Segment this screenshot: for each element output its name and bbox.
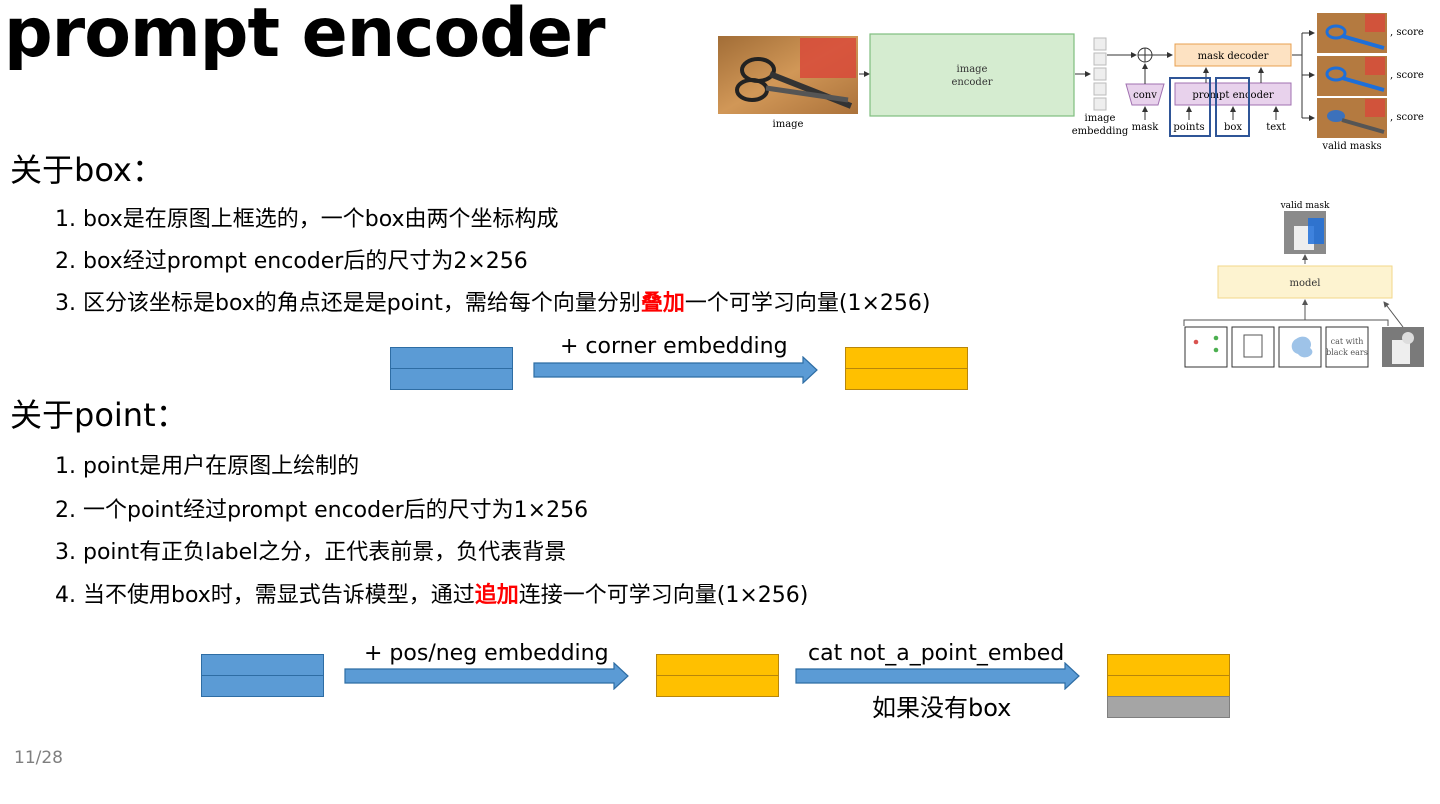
- page-number: 11/28: [14, 748, 63, 768]
- point-mid-vector-1: [656, 654, 779, 676]
- input-mask-label: mask: [1132, 122, 1160, 133]
- box-highlight: [1215, 77, 1250, 137]
- cat-image: [1382, 327, 1424, 367]
- mask-decoder-box: [1174, 43, 1292, 67]
- point-item-4-pre: 4. 当不使用box时，需显式告诉模型，通过: [55, 583, 475, 608]
- box-item-2: 2. box经过prompt encoder后的尺寸为2×256: [55, 249, 528, 274]
- overlay-highlight: 叠加: [640, 291, 685, 316]
- point-item-4-post: 连接一个可学习向量(1×256): [518, 583, 809, 608]
- box-output-vector-2: [845, 368, 968, 390]
- points-highlight: [1169, 77, 1211, 137]
- embedding-stack: [1093, 37, 1107, 111]
- box-input-vector-2: [390, 368, 513, 390]
- box-item-1: 1. box是在原图上框选的，一个box由两个坐标构成: [55, 207, 559, 232]
- point-input-vector-2: [201, 675, 324, 697]
- score-label-2: , score: [1390, 70, 1424, 81]
- text-prompt-panel: [1325, 326, 1369, 368]
- box-item-3-post: 一个可学习向量(1×256): [684, 291, 931, 316]
- not-a-point-vector: [1107, 696, 1230, 718]
- point-output-vector-2: [1107, 675, 1230, 697]
- model-box: [1217, 265, 1393, 299]
- not-a-point-embed-arrow: [795, 662, 1080, 690]
- not-a-point-embed-label: cat not_a_point_embed: [808, 641, 1065, 666]
- box-input-vector-1: [390, 347, 513, 369]
- input-text-label: text: [1266, 122, 1286, 133]
- pos-neg-embedding-arrow: [344, 662, 629, 690]
- valid-masks-label: valid masks: [1321, 141, 1381, 152]
- box-item-3-pre: 3. 区分该坐标是box的角点还是是point，需给每个向量分别: [55, 291, 641, 316]
- mask-decoder-label: mask decoder: [1198, 51, 1269, 62]
- output-mask-3: [1317, 98, 1387, 138]
- image-encoder-line1: image: [957, 64, 988, 75]
- point-item-4: 4. 当不使用box时，需显式告诉模型，通过追加连接一个可学习向量(1×256): [55, 577, 808, 609]
- prompt-encoder-box: [1174, 82, 1292, 106]
- input-image: [718, 36, 858, 114]
- box-prompt-panel: [1231, 326, 1275, 368]
- valid-mask-image: [1284, 211, 1326, 254]
- model-prompt-diagram: valid mask model cat with black ears: [1183, 201, 1424, 368]
- append-highlight: 追加: [474, 583, 519, 608]
- slide-title: prompt encoder: [4, 0, 606, 73]
- point-item-3: 3. point有正负label之分，正代表前景，负代表背景: [55, 540, 567, 565]
- conv-label: conv: [1133, 90, 1157, 101]
- sam-architecture-diagram: image image encoder image embedding conv…: [718, 13, 1424, 152]
- point-prompt-panel: [1184, 326, 1228, 368]
- embedding-label-line1: image: [1085, 113, 1116, 124]
- prompt-encoder-label: prompt encoder: [1192, 90, 1274, 101]
- score-label-3: , score: [1390, 112, 1424, 123]
- point-item-1: 1. point是用户在原图上绘制的: [55, 454, 360, 479]
- point-mid-vector-2: [656, 675, 779, 697]
- corner-embedding-arrow: [533, 356, 818, 384]
- valid-mask-label: valid mask: [1280, 201, 1330, 211]
- model-label: model: [1289, 278, 1320, 289]
- input-box-label: box: [1224, 122, 1242, 133]
- embedding-label-line2: embedding: [1072, 126, 1129, 137]
- output-mask-2: [1317, 56, 1387, 96]
- image-label: image: [773, 119, 804, 130]
- box-section-heading: 关于box：: [10, 151, 164, 189]
- input-points-label: points: [1173, 122, 1204, 133]
- point-output-vector-1: [1107, 654, 1230, 676]
- box-item-3: 3. 区分该坐标是box的角点还是是point，需给每个向量分别叠加一个可学习向…: [55, 285, 930, 317]
- score-label-1: , score: [1390, 27, 1424, 38]
- output-mask-1: [1317, 13, 1387, 53]
- point-input-vector-1: [201, 654, 324, 676]
- point-item-2: 2. 一个point经过prompt encoder后的尺寸为1×256: [55, 498, 589, 523]
- image-encoder-box: [869, 33, 1075, 117]
- box-output-vector-1: [845, 347, 968, 369]
- pos-neg-embedding-label: + pos/neg embedding: [364, 641, 609, 666]
- conv-block: [1125, 83, 1165, 106]
- no-box-condition-label: 如果没有box: [872, 694, 1012, 722]
- point-section-heading: 关于point：: [10, 396, 188, 434]
- corner-embedding-label: + corner embedding: [560, 334, 788, 359]
- image-encoder-line2: encoder: [951, 77, 992, 88]
- text-prompt-line1: cat with: [1331, 337, 1364, 346]
- text-prompt-line2: black ears: [1326, 348, 1368, 357]
